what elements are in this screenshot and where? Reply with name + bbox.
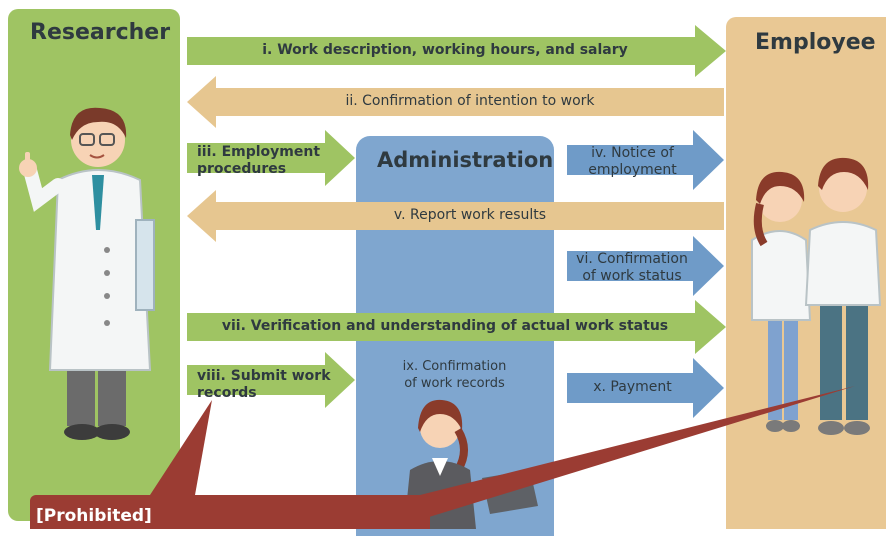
researcher-figure-icon: [19, 107, 155, 440]
arrow-step-4: [567, 130, 724, 190]
step-4-label-line1: iv. Notice of: [591, 145, 674, 161]
employee-man-icon: [804, 157, 882, 435]
prohibited-callout-pointer-right: [390, 386, 855, 529]
step-5-label: v. Report work results: [393, 207, 547, 223]
arrow-step-7: [187, 300, 726, 354]
step-4-label-line2: employment: [588, 162, 677, 178]
step-10-label: x. Payment: [593, 379, 672, 395]
arrow-step-2: [187, 76, 724, 128]
prohibited-callout-pointer: [150, 400, 212, 495]
prohibited-callout-box: [30, 495, 430, 529]
prohibited-callout-text: [Prohibited]: [36, 506, 152, 526]
step-8-label-line2: records: [197, 385, 257, 401]
step-6-label-line1: vi. Confirmation: [576, 251, 688, 267]
arrow-step-8: [187, 352, 355, 408]
arrow-step-10: [567, 358, 724, 418]
administration-title: Administration: [377, 148, 554, 172]
step-9-label-line2: of work records: [404, 376, 505, 391]
arrow-step-1: [187, 25, 726, 77]
arrow-step-5: [187, 190, 724, 242]
employee-woman-icon: [751, 171, 812, 432]
arrow-step-6: [567, 236, 724, 296]
step-7-label: vii. Verification and understanding of a…: [221, 318, 669, 334]
step-3-label-line2: procedures: [197, 161, 287, 177]
step-6-label-line2: of work status: [582, 268, 682, 284]
step-8-label-line1: viii. Submit work: [197, 368, 331, 384]
step-3-label-line1: iii. Employment: [197, 144, 321, 160]
step-2-label: ii. Confirmation of intention to work: [345, 93, 595, 109]
step-9-label-line1: ix. Confirmation: [402, 359, 507, 374]
arrow-step-3: [187, 130, 355, 186]
employee-title: Employee: [755, 30, 876, 55]
researcher-title: Researcher: [30, 20, 171, 45]
step-1-label: i. Work description, working hours, and …: [262, 42, 628, 58]
